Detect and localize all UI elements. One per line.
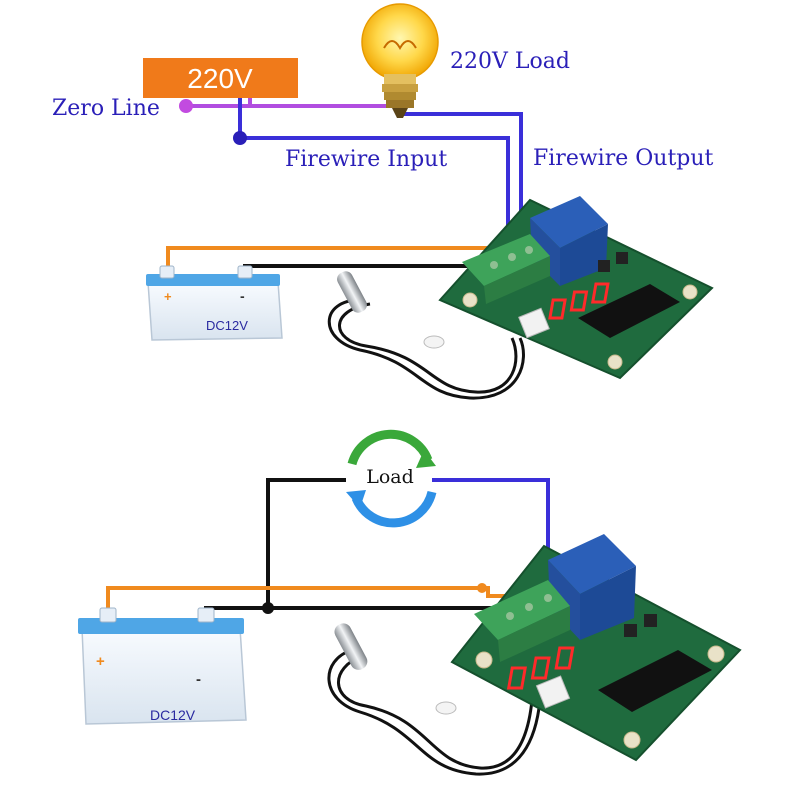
battery-label: DC12V bbox=[206, 318, 248, 333]
battery-minus-sign-bottom: - bbox=[196, 671, 201, 688]
cable-clip-bottom bbox=[435, 701, 457, 715]
battery-bottom: + - DC12V bbox=[78, 607, 247, 725]
seven-segment-display-bottom bbox=[506, 646, 575, 690]
load-cycle-icon bbox=[346, 429, 437, 528]
battery-plus-sign: + bbox=[164, 289, 172, 304]
bottom-diagram: Load + - DC12V bbox=[78, 429, 742, 776]
battery-label-bottom: DC12V bbox=[150, 707, 196, 723]
top-diagram: 220V Zero Line 220V Load Firewire Input … bbox=[52, 3, 714, 400]
battery-plus-sign-bottom: + bbox=[96, 653, 105, 670]
bottom-positive-wire bbox=[106, 586, 510, 620]
load-label: Load bbox=[366, 466, 414, 488]
thermostat-module-top bbox=[438, 196, 714, 380]
bottom-negative-wire bbox=[204, 600, 522, 624]
negative-junction bbox=[262, 602, 274, 614]
temperature-probe-icon bbox=[337, 271, 367, 313]
probe-cable-bottom-2 bbox=[337, 654, 534, 770]
temperature-probe-icon-bottom bbox=[334, 623, 368, 670]
firewire-input-wire bbox=[238, 98, 510, 246]
battery-positive-wire bbox=[166, 246, 498, 278]
voltage-source-label: 220V bbox=[187, 63, 253, 94]
probe-cable-bottom bbox=[327, 648, 542, 776]
zero-line-label: Zero Line bbox=[52, 96, 160, 121]
battery-minus-sign: - bbox=[240, 288, 245, 304]
firewire-input-label: Firewire Input bbox=[285, 147, 447, 172]
firewire-output-label: Firewire Output bbox=[533, 146, 714, 171]
probe-cable bbox=[327, 298, 525, 400]
firewire-input-node bbox=[233, 131, 247, 145]
thermostat-module-bottom bbox=[450, 534, 742, 762]
cable-clip bbox=[423, 335, 445, 349]
seven-segment-display bbox=[548, 282, 610, 320]
light-bulb-icon bbox=[361, 3, 439, 118]
positive-junction bbox=[477, 583, 487, 593]
firewire-output-wire bbox=[404, 112, 523, 240]
load-black-wire bbox=[266, 478, 346, 608]
load-220v-label: 220V Load bbox=[450, 49, 570, 74]
battery-top: + - DC12V bbox=[146, 265, 283, 341]
zero-line-node bbox=[179, 99, 193, 113]
load-blue-wire bbox=[432, 478, 550, 578]
voltage-source-box bbox=[143, 58, 298, 98]
probe-cable-2 bbox=[338, 302, 518, 394]
